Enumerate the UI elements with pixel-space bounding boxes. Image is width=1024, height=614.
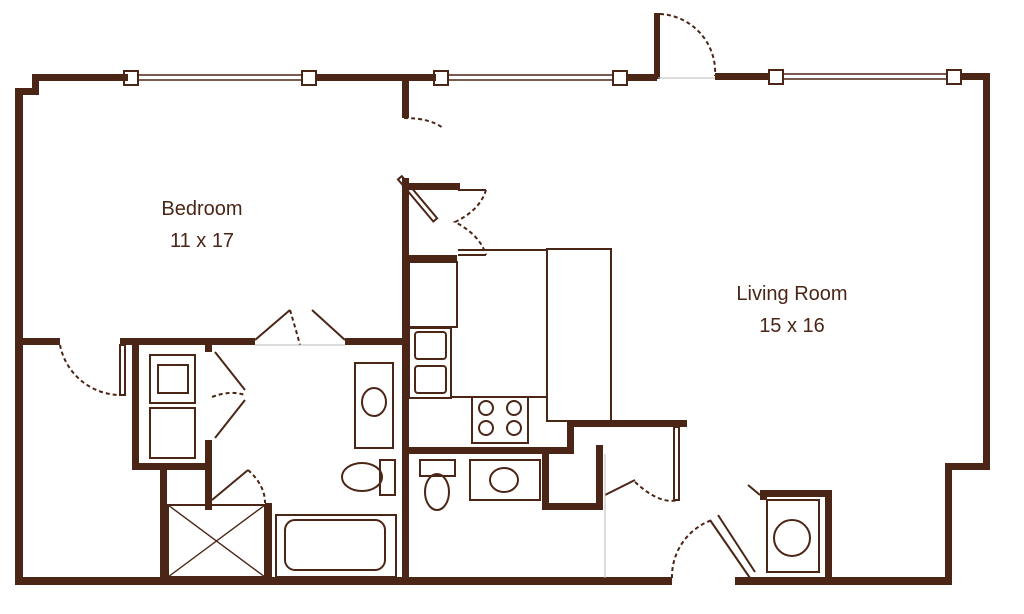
washer-dryer	[766, 499, 820, 573]
stove-icon	[471, 396, 529, 444]
balcony-door	[654, 13, 717, 79]
kitchen	[408, 248, 612, 444]
exterior-walls	[15, 73, 990, 585]
doors	[59, 189, 761, 579]
room-name: Bedroom	[161, 198, 242, 220]
room-size: 15 x 16	[759, 315, 825, 337]
room-label-living-room: Living Room 15 x 16	[736, 283, 847, 337]
room-label-bedroom: Bedroom 11 x 17	[161, 198, 242, 252]
room-name: Living Room	[736, 283, 847, 305]
bath-fixtures	[149, 354, 541, 578]
windows	[123, 69, 962, 86]
room-size: 11 x 17	[170, 230, 234, 252]
interior-walls	[15, 78, 832, 583]
